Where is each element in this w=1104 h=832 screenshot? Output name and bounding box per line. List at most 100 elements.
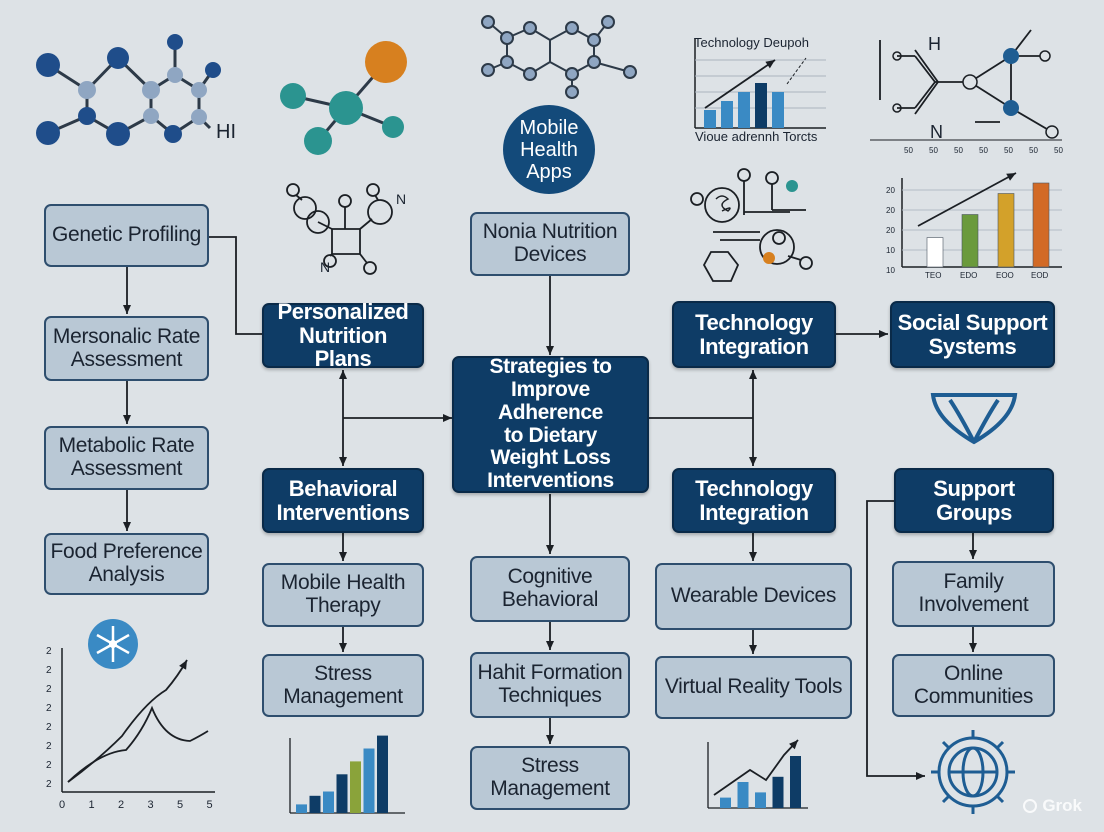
right-chart-x-tick: EOD bbox=[1031, 271, 1049, 280]
molecule-teal-icon bbox=[280, 41, 407, 155]
right-chart-bar bbox=[926, 237, 944, 268]
bottom-bar-chart-2 bbox=[707, 739, 808, 809]
molecule-top-left-icon bbox=[36, 34, 221, 146]
behavioral-interventions-box: Behavioral Interventions bbox=[262, 468, 424, 533]
mobile-health-apps-circle: Mobile Health Apps bbox=[503, 105, 595, 194]
bottom-left-x-tick: 3 bbox=[148, 799, 154, 811]
watermark: Grok bbox=[1023, 796, 1082, 816]
circuit-node-teal bbox=[786, 180, 798, 192]
top-chart-title: Technology Deupoh bbox=[694, 35, 809, 50]
bottom-left-x-tick: 1 bbox=[89, 799, 95, 811]
online-communities-box: Online Communities bbox=[892, 654, 1055, 717]
bottom-left-y-tick: 2 bbox=[46, 741, 52, 752]
right-chart-y-tick: 10 bbox=[886, 266, 895, 275]
bottom-chart-1-bar bbox=[309, 795, 321, 813]
top-right-axis-tick: 50 bbox=[1054, 146, 1063, 155]
bottom-chart-1-bar bbox=[296, 804, 307, 813]
molecule-label-h: H bbox=[928, 34, 941, 54]
circuit-molecule-icon bbox=[690, 168, 813, 282]
top-chart-bar bbox=[772, 92, 784, 128]
bottom-left-line-plot: 2 2 2 2 2 2 2 2 0 1 2 3 5 5 bbox=[46, 646, 215, 811]
bottom-left-x-tick: 2 bbox=[118, 799, 124, 811]
right-bar-chart: 20 20 20 10 10 TEO EDO EOO EOD bbox=[886, 172, 1062, 280]
bottom-left-y-tick: 2 bbox=[46, 779, 52, 790]
bottom-chart-1-bar bbox=[377, 735, 388, 813]
center-strategies-box: Strategies to Improve Adherence to Dieta… bbox=[452, 356, 649, 493]
bottom-left-y-tick: 2 bbox=[46, 760, 52, 771]
bottom-chart-1-bar bbox=[323, 791, 334, 813]
bottom-left-y-tick: 2 bbox=[46, 722, 52, 733]
bottom-chart-2-bar bbox=[737, 782, 749, 808]
right-chart-y-tick: 20 bbox=[886, 206, 895, 215]
molecule-sketch-icon bbox=[286, 183, 393, 275]
wearable-devices-box: Wearable Devices bbox=[655, 563, 852, 630]
bottom-chart-2-bar bbox=[790, 756, 801, 808]
metabolic-rate-box: Metabolic Rate Assessment bbox=[44, 426, 209, 490]
top-chart-caption: Vioue adrennh Torcts bbox=[695, 129, 818, 144]
bottom-left-y-tick: 2 bbox=[46, 684, 52, 695]
mersonalic-rate-box: Mersonalic Rate Assessment bbox=[44, 316, 209, 381]
bottom-left-y-tick: 2 bbox=[46, 665, 52, 676]
top-chart-bar bbox=[704, 110, 716, 128]
right-chart-y-tick: 20 bbox=[886, 226, 895, 235]
habit-formation-box: Hahit Formation Techniques bbox=[470, 652, 630, 718]
right-chart-x-tick: EOO bbox=[996, 271, 1014, 280]
molecule-label-n: N bbox=[930, 122, 943, 142]
bottom-chart-2-bar bbox=[772, 776, 784, 808]
bottom-left-x-tick: 5 bbox=[207, 799, 213, 811]
top-chart-bar bbox=[721, 101, 733, 128]
watermark-text: Grok bbox=[1042, 796, 1082, 815]
bottom-chart-1-bar bbox=[350, 761, 361, 813]
support-groups-box: Support Groups bbox=[894, 468, 1054, 533]
bottom-left-x-tick: 0 bbox=[59, 799, 65, 811]
right-chart-bar bbox=[997, 193, 1015, 268]
bottom-chart-1-bar bbox=[363, 748, 375, 813]
connector-genetic-to-personalized bbox=[209, 236, 262, 335]
nutrition-devices-box: Nonia Nutrition Devices bbox=[470, 212, 630, 276]
top-chart: Technology Deupoh Vioue adrennh Torcts bbox=[694, 35, 826, 144]
globe-gear-icon bbox=[931, 730, 1015, 814]
bottom-left-y-tick: 2 bbox=[46, 703, 52, 714]
top-right-axis-tick: 50 bbox=[954, 146, 963, 155]
bottom-chart-2-bar bbox=[755, 792, 766, 808]
molecule-label-n-top: N bbox=[396, 191, 406, 207]
snowflake-icon bbox=[88, 619, 138, 669]
right-chart-bar bbox=[1032, 182, 1050, 268]
top-chart-bar bbox=[738, 92, 750, 128]
top-right-axis-tick: 50 bbox=[929, 146, 938, 155]
mobile-health-therapy-box: Mobile Health Therapy bbox=[262, 563, 424, 627]
right-chart-y-tick: 10 bbox=[886, 246, 895, 255]
virtual-reality-tools-box: Virtual Reality Tools bbox=[655, 656, 852, 719]
grok-logo-icon bbox=[1023, 799, 1038, 813]
circuit-node-orange bbox=[763, 252, 775, 264]
bottom-chart-1-bar bbox=[336, 774, 348, 813]
right-chart-bar bbox=[961, 214, 979, 268]
bottom-chart-2-bar bbox=[720, 797, 731, 808]
genetic-profiling-box: Genetic Profiling bbox=[44, 204, 209, 267]
molecule-top-right-icon: H N bbox=[879, 29, 1059, 142]
molecule-label-n-bottom: N bbox=[320, 259, 330, 275]
family-involvement-box: Family Involvement bbox=[892, 561, 1055, 627]
social-support-systems-box: Social Support Systems bbox=[890, 301, 1055, 368]
top-right-axis-tick: 50 bbox=[979, 146, 988, 155]
right-chart-x-tick: TEO bbox=[925, 271, 941, 280]
top-right-axis-tick: 50 bbox=[1029, 146, 1038, 155]
stress-management-center-box: Stress Management bbox=[470, 746, 630, 810]
cognitive-behavioral-box: Cognitive Behavioral bbox=[470, 556, 630, 622]
connector-groups-to-globe bbox=[866, 500, 925, 780]
personalized-nutrition-box: Personalized Nutrition Plans bbox=[262, 299, 424, 371]
top-chart-bar bbox=[755, 83, 767, 128]
stress-management-left-box: Stress Management bbox=[262, 654, 424, 717]
bottom-left-y-tick: 2 bbox=[46, 646, 52, 657]
bottom-left-x-tick: 5 bbox=[177, 799, 183, 811]
molecule-center-top-icon bbox=[481, 15, 637, 99]
bottom-bar-chart-1 bbox=[289, 735, 405, 814]
right-chart-x-tick: EDO bbox=[960, 271, 977, 280]
connectors bbox=[123, 236, 977, 780]
technology-integration-top-box: Technology Integration bbox=[672, 301, 836, 368]
top-right-axis-tick: 50 bbox=[1004, 146, 1013, 155]
right-chart-y-tick: 20 bbox=[886, 186, 895, 195]
food-preference-box: Food Preference Analysis bbox=[44, 533, 209, 595]
technology-integration-mid-box: Technology Integration bbox=[672, 468, 836, 533]
